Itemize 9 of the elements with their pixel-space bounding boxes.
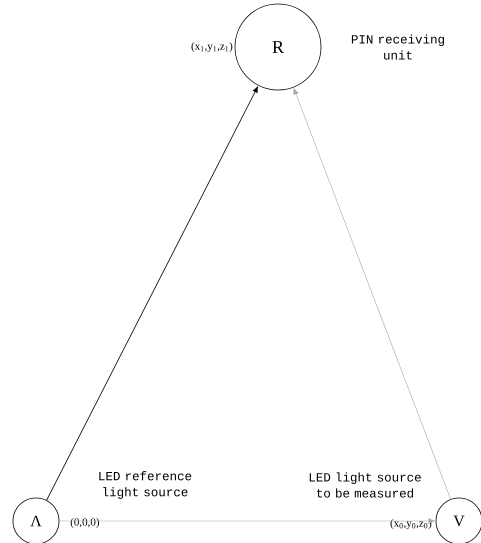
coordinate-label: (0,0,0): [70, 518, 100, 528]
arrow: [59, 518, 435, 524]
source-label: LED reference light source: [99, 471, 192, 499]
circle-node: R: [234, 4, 322, 90]
arrow: [46, 86, 258, 501]
arrow: [293, 88, 451, 500]
source-label: LED light source to be measured: [310, 472, 421, 498]
unit-label: PIN receiving unit: [352, 34, 444, 60]
coordinate-label: (x$_{1}$,y$_{1}$,z$_{1}$): [192, 42, 232, 52]
